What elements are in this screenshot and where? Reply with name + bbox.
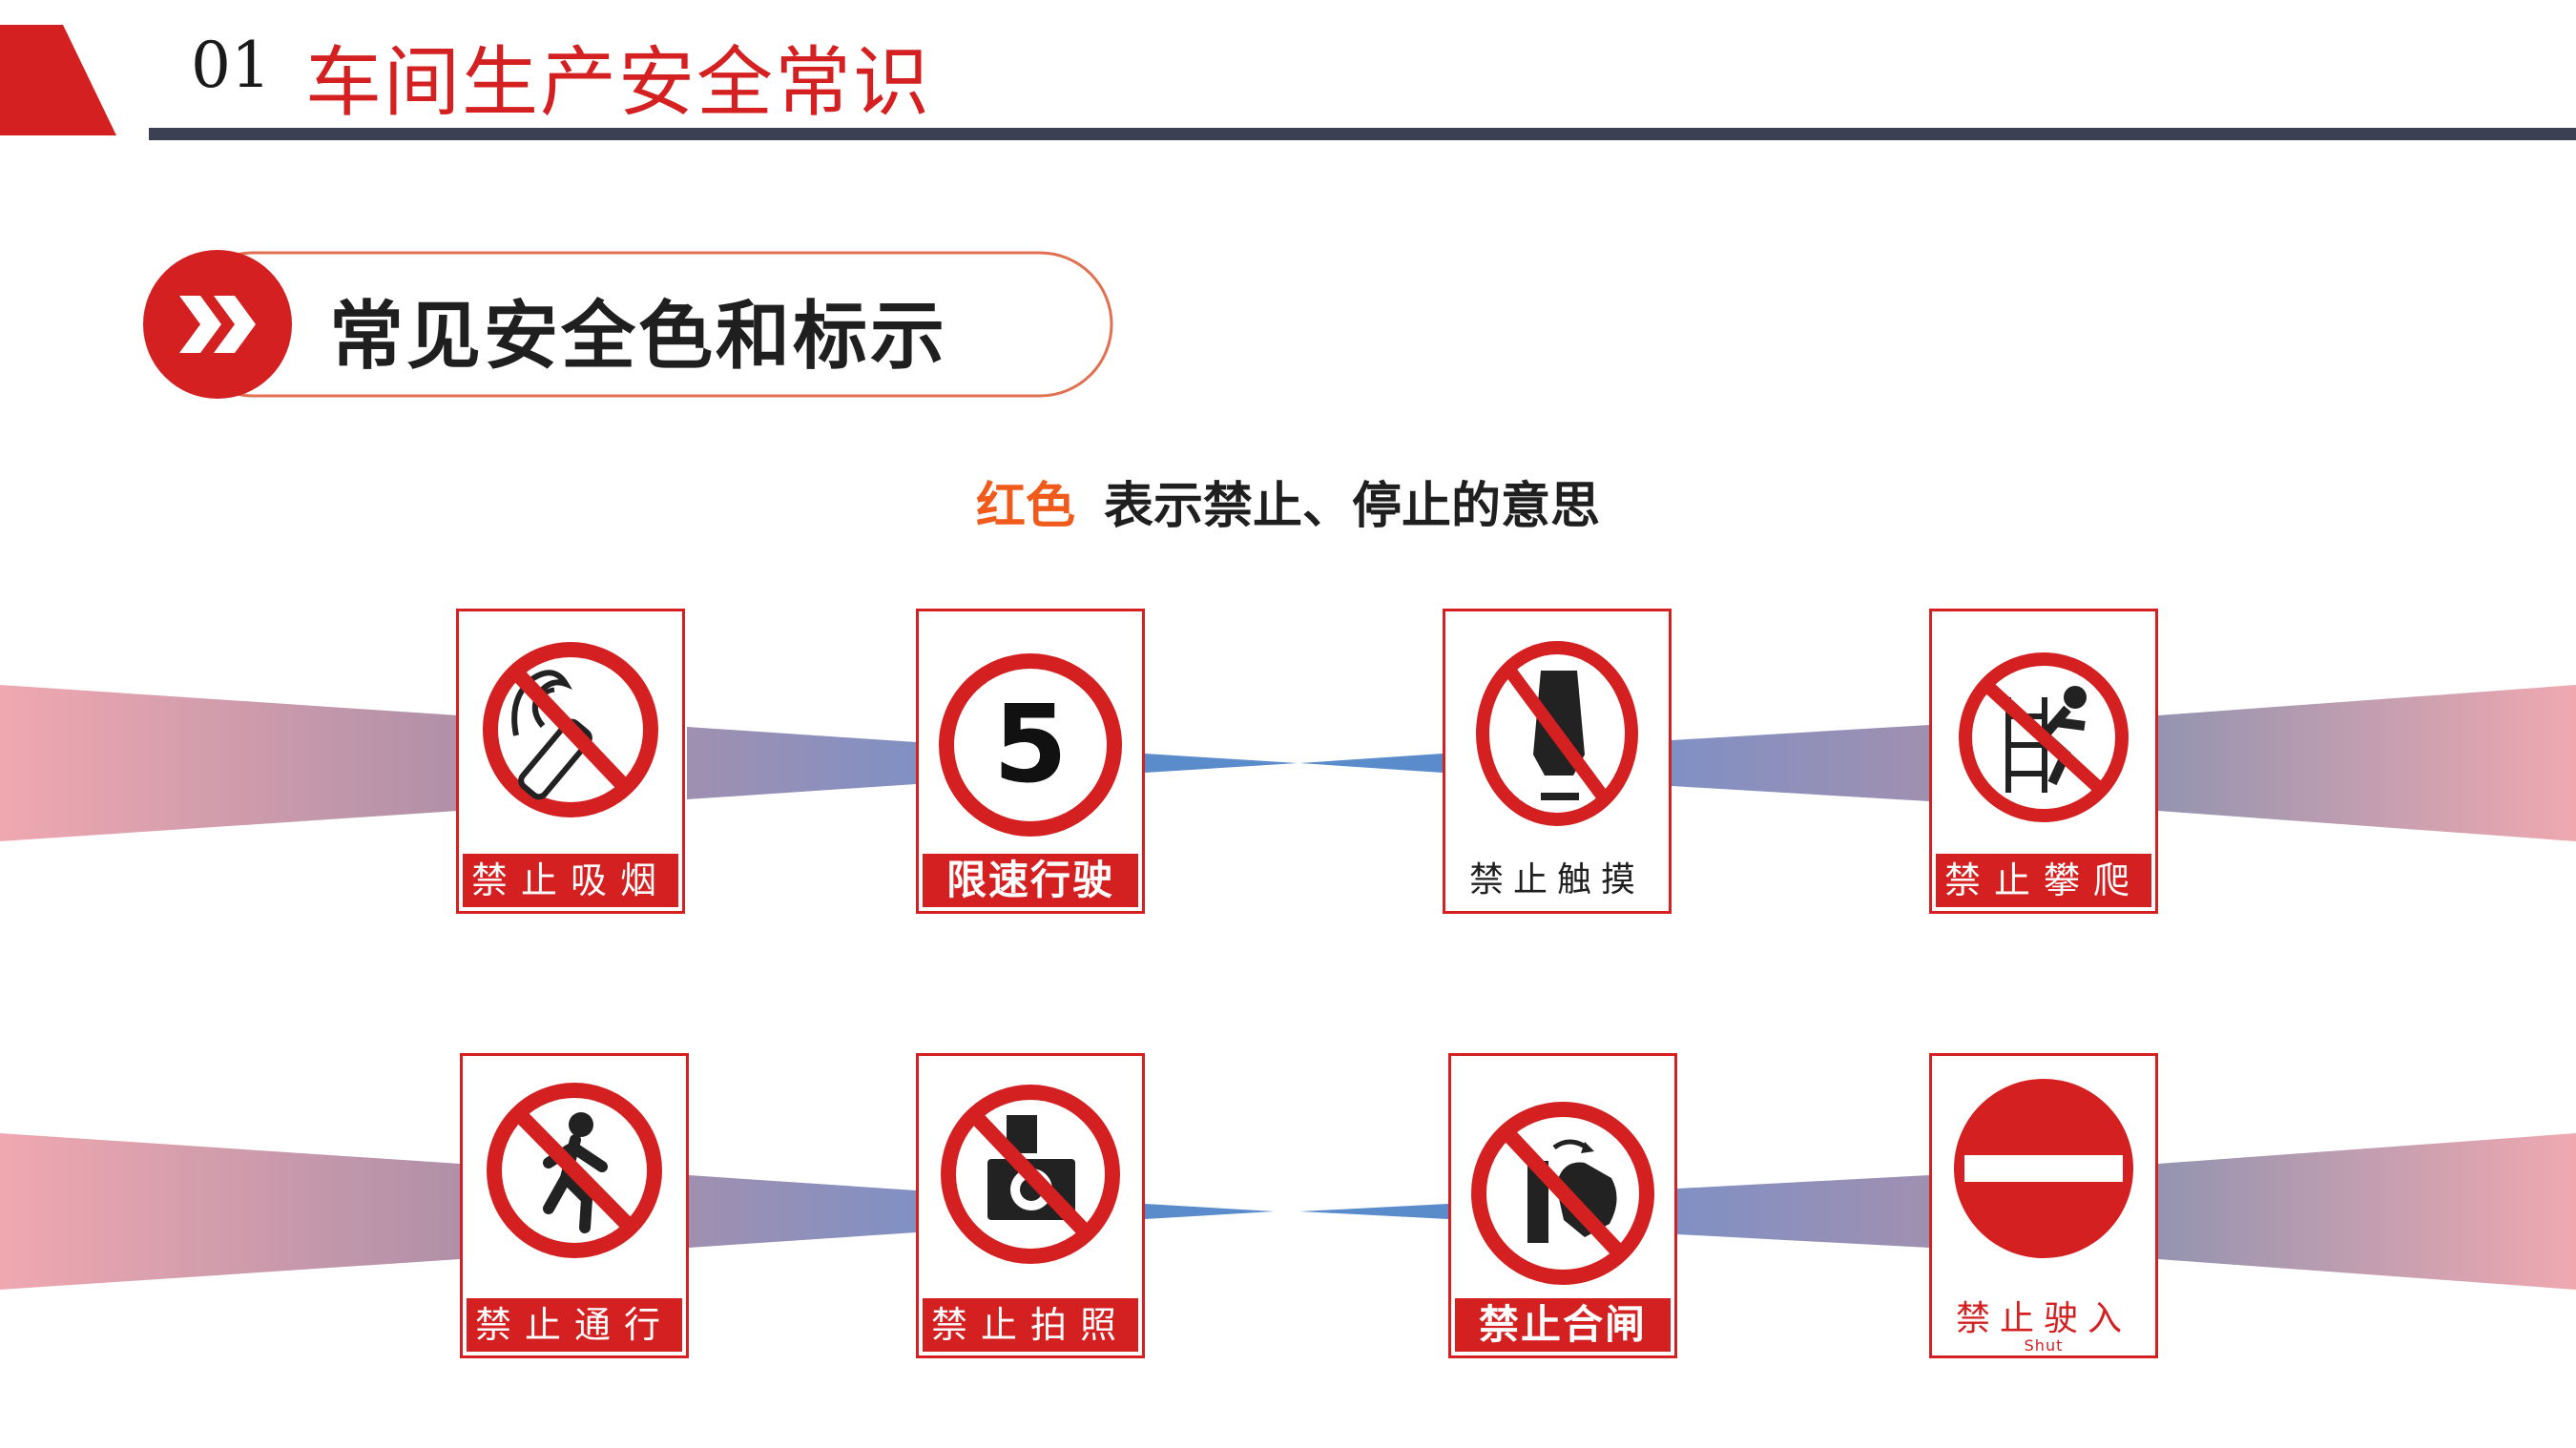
sign-caption: 禁止拍照 [923, 1298, 1138, 1352]
sign-caption: 禁止攀爬 [1936, 854, 2151, 907]
sign-no-passage: 禁止通行 [460, 1053, 689, 1358]
sign-no-climbing: 禁止攀爬 [1929, 609, 2158, 914]
no-climbing-icon [1959, 652, 2129, 822]
header-corner-shape [0, 25, 116, 135]
sign-speed-limit: 5 限速行驶 [916, 609, 1145, 914]
no-photography-icon [941, 1085, 1120, 1264]
color-meaning-line: 红色表示禁止、停止的意思 [0, 465, 2576, 537]
sign-caption: 禁止触摸 [1449, 854, 1665, 907]
no-switch-on-icon [1471, 1102, 1654, 1285]
section-banner [143, 250, 1113, 399]
header-divider [149, 128, 2576, 140]
speed-value: 5 [993, 683, 1068, 807]
sign-caption: 限速行驶 [923, 854, 1138, 907]
double-chevron-icon [179, 296, 256, 353]
no-passage-icon [487, 1083, 662, 1258]
sign-no-photography: 禁止拍照 [916, 1053, 1145, 1358]
sign-caption: 禁止合闸 [1455, 1298, 1671, 1352]
sign-caption: 禁止通行 [467, 1298, 682, 1352]
sign-no-smoking: 禁止吸烟 [456, 609, 685, 914]
no-entry-icon [1954, 1079, 2133, 1258]
sign-caption: 禁止驶入 Shut [1936, 1298, 2151, 1355]
section-title: 车间生产安全常识 [305, 38, 931, 127]
section-number: 01 [191, 29, 271, 102]
color-meaning: 表示禁止、停止的意思 [1104, 478, 1601, 535]
no-smoking-icon [483, 642, 658, 817]
sign-no-entry: 禁止驶入 Shut [1929, 1053, 2158, 1358]
sign-caption-text: 禁止驶入 [1955, 1299, 2131, 1338]
sign-caption: 禁止吸烟 [463, 854, 678, 907]
banner-title: 常见安全色和标示 [329, 294, 948, 380]
sign-caption-sub: Shut [2024, 1336, 2064, 1355]
sign-no-touch: 禁止触摸 [1443, 609, 1672, 914]
color-name: 红色 [975, 478, 1075, 535]
no-touch-icon [1476, 641, 1638, 826]
speed-limit-5-icon: 5 [939, 653, 1122, 837]
sign-no-switch-on: 禁止合闸 [1448, 1053, 1677, 1358]
